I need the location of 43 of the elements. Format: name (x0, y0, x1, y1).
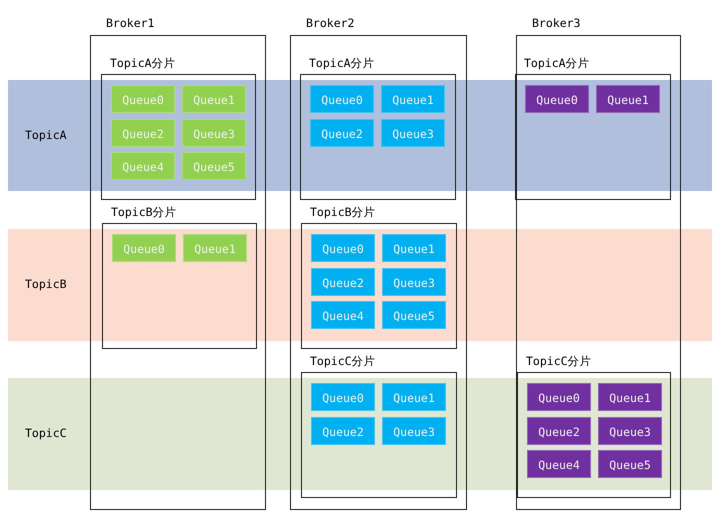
queue-box: Queue4 (311, 301, 375, 329)
topic-label: TopicC (25, 426, 67, 440)
queue-box: Queue5 (598, 450, 662, 478)
queue-box: Queue2 (111, 118, 175, 146)
partition-label: TopicA分片 (110, 56, 176, 71)
queue-box: Queue3 (182, 118, 246, 146)
broker-label: Broker2 (306, 16, 354, 30)
queue-box: Queue0 (311, 383, 375, 411)
broker-label: Broker3 (532, 16, 580, 30)
queue-box: Queue3 (381, 118, 445, 146)
queue-box: Queue1 (598, 383, 662, 411)
queue-box: Queue1 (596, 85, 660, 113)
queue-box: Queue2 (311, 416, 375, 444)
queue-box: Queue0 (310, 85, 374, 113)
topic-label: TopicA (25, 128, 67, 142)
queue-box: Queue2 (311, 268, 375, 296)
queue-box: Queue1 (382, 234, 446, 262)
queue-box: Queue0 (525, 85, 589, 113)
queue-box: Queue2 (527, 416, 591, 444)
queue-box: Queue5 (382, 301, 446, 329)
partition-label: TopicB分片 (111, 205, 177, 220)
queue-box: Queue1 (382, 383, 446, 411)
queue-box: Queue3 (382, 268, 446, 296)
queue-box: Queue0 (111, 85, 175, 113)
partition-label: TopicC分片 (310, 354, 376, 369)
queue-box: Queue3 (382, 416, 446, 444)
queue-box: Queue4 (527, 450, 591, 478)
topic-label: TopicB (25, 277, 67, 291)
queue-box: Queue1 (381, 85, 445, 113)
queue-box: Queue1 (182, 85, 246, 113)
queue-box: Queue0 (527, 383, 591, 411)
queue-box: Queue0 (112, 234, 176, 262)
queue-box: Queue2 (310, 118, 374, 146)
queue-box: Queue0 (311, 234, 375, 262)
queue-box: Queue1 (183, 234, 247, 262)
broker-label: Broker1 (106, 16, 154, 30)
partition-label: TopicB分片 (310, 205, 376, 220)
partition-label: TopicA分片 (309, 56, 375, 71)
partition-label: TopicA分片 (524, 56, 590, 71)
queue-box: Queue3 (598, 416, 662, 444)
partition-label: TopicC分片 (526, 354, 592, 369)
queue-box: Queue5 (182, 152, 246, 180)
queue-box: Queue4 (111, 152, 175, 180)
